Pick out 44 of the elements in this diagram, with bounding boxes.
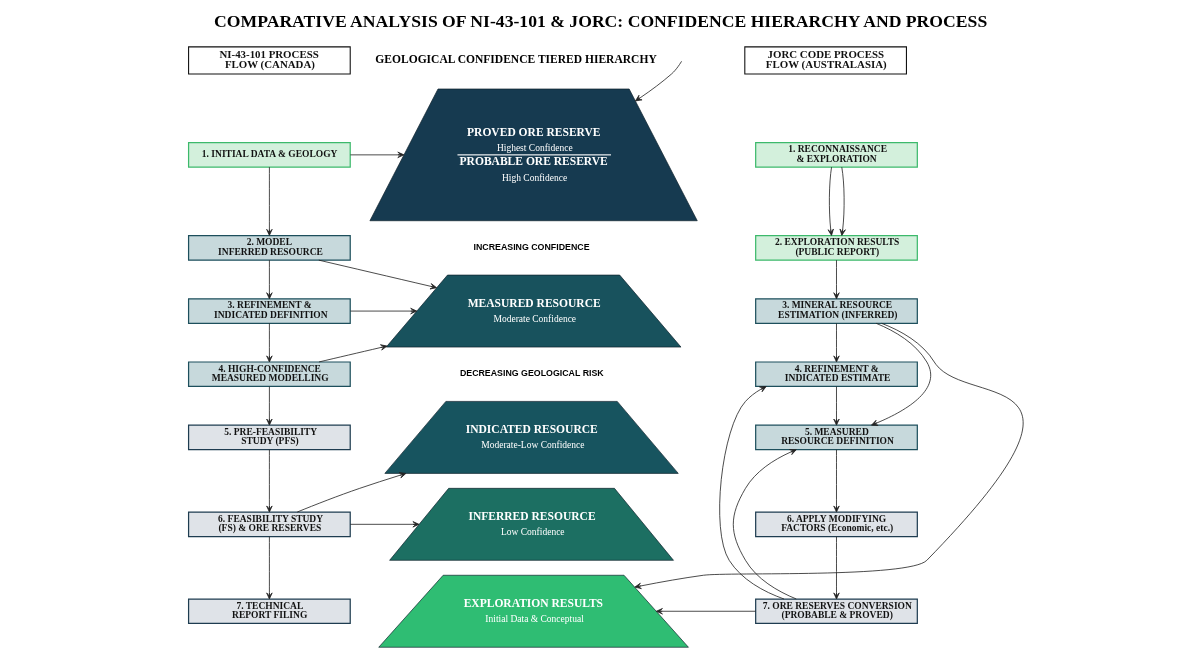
- node-box: 7. ORE RESERVES CONVERSION (PROBABLE & PROVED): [754, 598, 918, 625]
- arrow: [633, 322, 1023, 590]
- arrow: [265, 259, 273, 300]
- label: INCREASING CONFIDENCE: [472, 241, 590, 252]
- arrow: [839, 166, 846, 236]
- node-box: JORC CODE PROCESS FLOW (AUSTRALASIA): [743, 46, 907, 75]
- arrow: [349, 521, 419, 528]
- arrow: [265, 449, 273, 513]
- node-box: 1. INITIAL DATA & GEOLOGY: [187, 142, 351, 168]
- arrow: [317, 259, 437, 290]
- arrow: [265, 166, 273, 236]
- node-box: 1. RECONNAISSANCE & EXPLORATION: [754, 142, 918, 168]
- node-box: 5. PRE-FEASIBILITY STUDY (PFS): [187, 424, 351, 451]
- arrow: [832, 322, 840, 363]
- node-box: 6. APPLY MODIFYING FACTORS (Economic, etc.): [754, 511, 918, 538]
- arrow: [349, 307, 417, 315]
- label: GEOLOGICAL CONFIDENCE TIERED HIERARCHY: [374, 52, 657, 65]
- arrow: [827, 166, 834, 236]
- arrow: [318, 344, 387, 363]
- node-box: 4. HIGH-CONFIDENCE MEASURED MODELLING: [187, 361, 351, 388]
- node-box: 6. FEASIBILITY STUDY (FS) & ORE RESERVES: [187, 511, 351, 538]
- arrow: [732, 449, 797, 600]
- arrow: [349, 151, 404, 158]
- node-box: 2. EXPLORATION RESULTS (PUBLIC REPORT): [754, 235, 918, 261]
- node-box: 3. MINERAL RESOURCE ESTIMATION (INFERRED): [754, 298, 918, 324]
- node-box: 2. MODEL INFERRED RESOURCE: [187, 235, 351, 261]
- arrow: [832, 386, 840, 426]
- node-box: NI-43-101 PROCESS FLOW (CANADA): [187, 46, 351, 75]
- arrow: [265, 322, 273, 363]
- node-box: 3. REFINEMENT & INDICATED DEFINITION: [187, 298, 351, 324]
- diagram-title: COMPARATIVE ANALYSIS OF NI-43-101 & JORC: CONFIDENCE HIERARCHY AND PROCESS: [213, 11, 987, 32]
- arrow: [832, 259, 840, 300]
- arrow: [718, 386, 784, 600]
- node-box: 4. REFINEMENT & INDICATED ESTIMATE: [754, 361, 918, 388]
- arrow: [265, 386, 273, 426]
- arrow: [870, 322, 931, 426]
- arrow: [296, 472, 406, 513]
- arrow: [265, 536, 273, 600]
- node-box: 5. MEASURED RESOURCE DEFINITION: [754, 424, 918, 451]
- label: DECREASING GEOLOGICAL RISK: [459, 367, 604, 378]
- arrow: [655, 608, 756, 615]
- node-box: 7. TECHNICAL REPORT FILING: [187, 598, 351, 625]
- arrow: [832, 536, 840, 600]
- arrow: [832, 449, 840, 513]
